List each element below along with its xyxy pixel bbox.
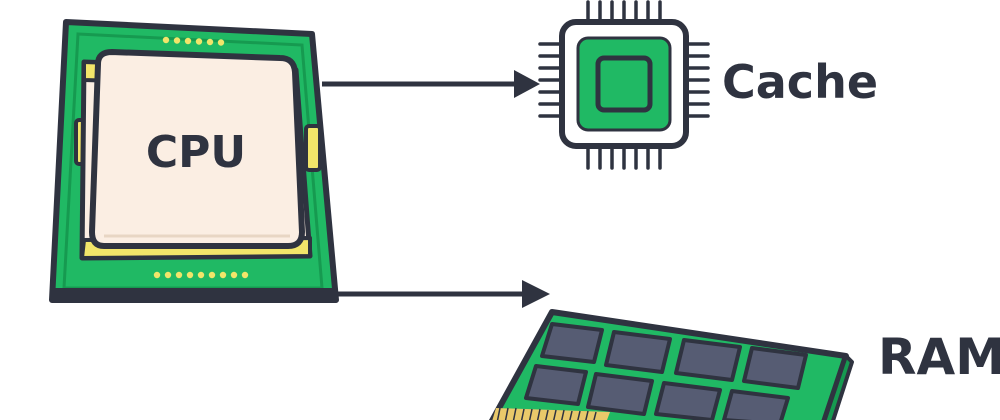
cache-chip-icon bbox=[538, 0, 710, 170]
arrow-cpu-to-ram bbox=[332, 280, 550, 308]
cpu-heat-spreader bbox=[89, 49, 305, 249]
ram-chips bbox=[524, 322, 808, 420]
cpu-label: CPU bbox=[146, 127, 246, 178]
cpu-top-pads bbox=[162, 36, 225, 46]
cache-label: Cache bbox=[722, 55, 878, 109]
arrow-cpu-to-cache bbox=[322, 70, 540, 98]
cache-chip-core bbox=[595, 55, 653, 113]
cpu-connector-strip bbox=[52, 288, 336, 302]
ram-stick-icon bbox=[488, 309, 854, 420]
cpu-bottom-pads bbox=[153, 271, 249, 279]
cache-chip-pins bbox=[538, 0, 710, 170]
cpu-chip-icon bbox=[49, 19, 339, 303]
ram-label: RAM bbox=[878, 328, 1000, 386]
